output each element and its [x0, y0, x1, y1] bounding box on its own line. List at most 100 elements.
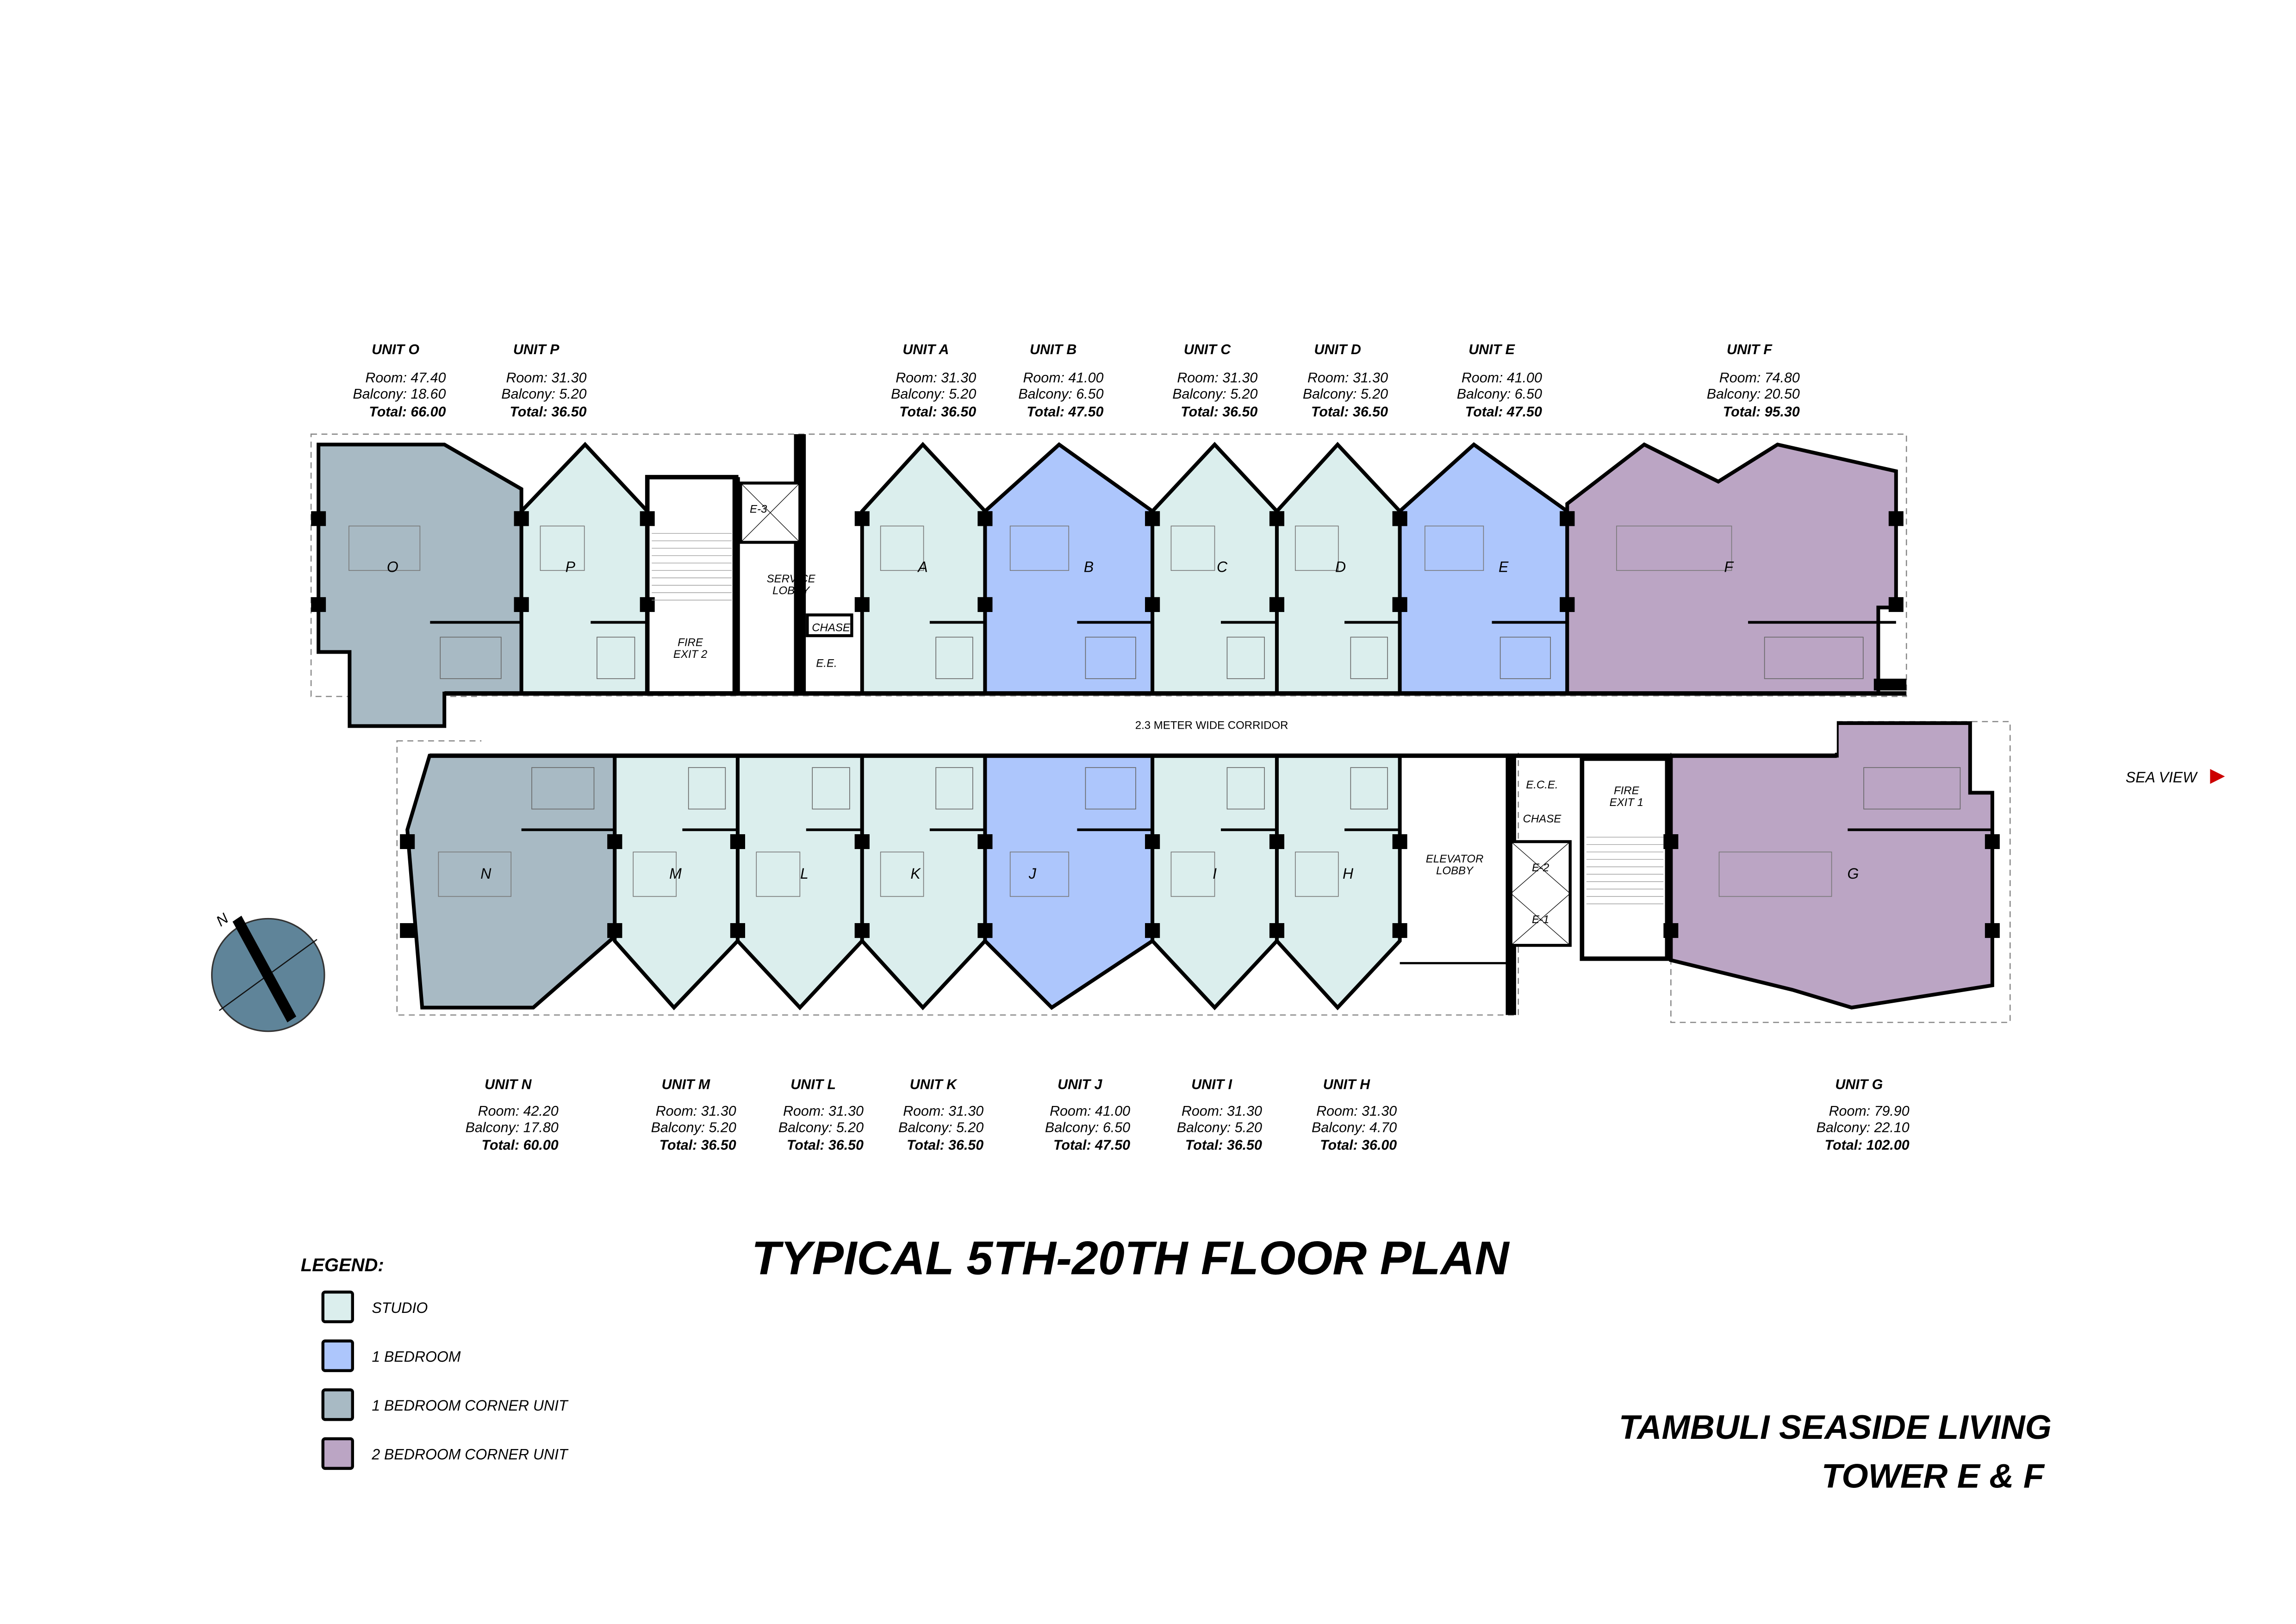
unit-room-area: Room: 31.30 — [1307, 370, 1388, 386]
unit-total-area: Total: 36.50 — [1185, 1137, 1262, 1153]
unit-letter: E — [1499, 558, 1509, 575]
bed-icon — [1009, 525, 1070, 571]
unit-j[interactable] — [983, 754, 1155, 1010]
sea-view-label: SEA VIEW — [2126, 769, 2198, 786]
unit-letter: L — [800, 865, 809, 882]
bed-icon — [1009, 851, 1070, 897]
bed-icon — [1170, 525, 1215, 571]
unit-room-area: Room: 79.90 — [1829, 1103, 1910, 1119]
unit-balcony-area: Balcony: 5.20 — [1172, 386, 1257, 402]
legend-item-one-bedroom: 1 BEDROOM — [321, 1339, 461, 1372]
unit-room-area: Room: 41.00 — [1023, 370, 1103, 386]
unit-room-area: Room: 31.30 — [783, 1103, 864, 1119]
ece-label: E.C.E. — [1526, 779, 1558, 791]
unit-f[interactable] — [1565, 442, 1898, 695]
unit-o[interactable] — [317, 443, 523, 728]
column — [1145, 834, 1160, 849]
unit-name: UNIT O — [372, 342, 419, 357]
legend-swatch — [321, 1388, 354, 1421]
fire-exit-1-label: EXIT 1 — [1610, 796, 1643, 809]
bathroom — [440, 637, 502, 679]
column — [1560, 511, 1575, 526]
unit-balcony-area: Balcony: 5.20 — [891, 386, 976, 402]
unit-h[interactable] — [1275, 754, 1402, 1011]
column — [1145, 923, 1160, 938]
unit-c[interactable] — [1151, 442, 1279, 695]
unit-balcony-area: Balcony: 6.50 — [1045, 1119, 1130, 1135]
bed-icon — [1718, 851, 1832, 897]
chase-label: CHASE — [812, 622, 851, 634]
elevator-e3-cross — [740, 483, 800, 543]
unit-e[interactable] — [1398, 442, 1569, 695]
compass-icon — [211, 916, 325, 1032]
stair-treads — [652, 533, 1664, 905]
ee-label: E.E. — [816, 657, 837, 669]
bathroom — [688, 767, 726, 810]
bathroom — [1085, 637, 1136, 679]
unit-letter: N — [480, 865, 492, 882]
unit-shape[interactable] — [317, 443, 523, 728]
bathroom — [812, 767, 850, 810]
unit-b[interactable] — [983, 442, 1155, 695]
elevator-e2 — [1509, 840, 1572, 947]
unit-room-area: Room: 31.30 — [1177, 370, 1257, 386]
unit-name: UNIT D — [1314, 342, 1361, 357]
column — [1888, 511, 1904, 526]
text-layer: 2.3 METER WIDE CORRIDOR SERVICE LOBBY FI… — [213, 342, 2198, 1495]
bed-icon — [756, 851, 801, 897]
bed-icon — [1295, 525, 1339, 571]
bed-icon — [633, 851, 677, 897]
bed-icon — [880, 525, 924, 571]
unit-total-area: Total: 36.50 — [1181, 404, 1257, 419]
column — [854, 511, 870, 526]
column — [1888, 597, 1904, 612]
column — [311, 597, 326, 612]
unit-name: UNIT A — [902, 342, 949, 357]
unit-k[interactable] — [860, 754, 987, 1011]
unit-l[interactable] — [735, 754, 864, 1011]
unit-room-area: Room: 31.30 — [903, 1103, 983, 1119]
unit-balcony-area: Balcony: 6.50 — [1018, 386, 1103, 402]
legend-swatch — [321, 1437, 354, 1470]
column — [854, 597, 870, 612]
unit-name: UNIT N — [485, 1077, 532, 1093]
unit-balcony-area: Balcony: 20.50 — [1707, 386, 1800, 402]
unit-letter: F — [1724, 558, 1734, 575]
column — [1145, 511, 1160, 526]
fire-exit-1-label: FIRE — [1614, 785, 1640, 797]
unit-balcony-area: Balcony: 4.70 — [1312, 1119, 1397, 1135]
unit-p[interactable] — [519, 442, 649, 695]
unit-g[interactable] — [1669, 721, 1994, 1010]
column — [730, 834, 745, 849]
unit-letter: A — [917, 558, 927, 575]
floor-plan-title: TYPICAL 5TH-20TH FLOOR PLAN — [752, 1231, 1510, 1285]
unit-name: UNIT E — [1468, 342, 1515, 357]
unit-n[interactable] — [405, 754, 617, 1010]
unit-balcony-area: Balcony: 5.20 — [501, 386, 586, 402]
bathroom — [1226, 767, 1265, 810]
unit-total-area: Total: 36.50 — [1311, 404, 1388, 419]
unit-room-area: Room: 42.20 — [478, 1103, 559, 1119]
legend-item-one-bedroom-corner: 1 BEDROOM CORNER UNIT — [321, 1388, 569, 1421]
unit-letter: J — [1028, 865, 1037, 882]
legend-item-studio: STUDIO — [321, 1290, 428, 1324]
service-lobby-label: SERVICE — [767, 573, 816, 585]
unit-total-area: Total: 66.00 — [369, 404, 446, 419]
bathroom — [1350, 767, 1388, 810]
column — [730, 923, 745, 938]
fire-exit-2-label: FIRE — [678, 637, 703, 649]
column — [977, 511, 993, 526]
e3-label: E-3 — [750, 503, 767, 515]
column — [1392, 834, 1407, 849]
column — [311, 511, 326, 526]
bed-icon — [438, 851, 512, 897]
unit-balcony-area: Balcony: 18.60 — [353, 386, 446, 402]
unit-balcony-area: Balcony: 5.20 — [778, 1119, 864, 1135]
unit-total-area: Total: 47.50 — [1027, 404, 1103, 419]
unit-balcony-area: Balcony: 6.50 — [1457, 386, 1542, 402]
units-layer — [317, 442, 1994, 1011]
unit-name: UNIT F — [1727, 342, 1773, 357]
corridor — [481, 696, 1837, 753]
column — [1985, 923, 2000, 938]
unit-room-area: Room: 31.30 — [656, 1103, 736, 1119]
